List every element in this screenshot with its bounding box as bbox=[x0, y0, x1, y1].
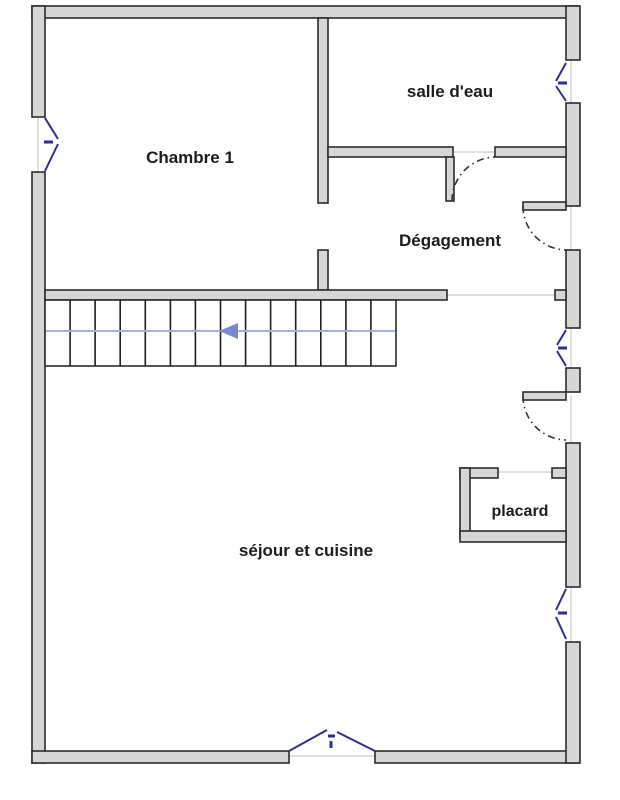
windows bbox=[44, 62, 567, 752]
wall-salle-eau-south-right bbox=[494, 146, 567, 158]
door-leaf-right-upper bbox=[522, 201, 567, 211]
room-label-degagement: Dégagement bbox=[399, 231, 501, 250]
door-swing-arc-right-upper bbox=[522, 205, 567, 251]
room-labels: Chambre 1 salle d'eau Dégagement placard… bbox=[146, 82, 548, 560]
opening-lines bbox=[37, 60, 572, 757]
door-leaf-salle-eau bbox=[445, 156, 455, 202]
wall-stair-north bbox=[44, 289, 448, 301]
exterior-walls bbox=[31, 5, 581, 764]
wall-divider-stub bbox=[317, 249, 329, 291]
staircase bbox=[44, 299, 397, 367]
doors bbox=[445, 156, 567, 441]
door-swing-arc-salle-eau bbox=[451, 156, 496, 202]
wall-segment-right-4 bbox=[565, 367, 581, 393]
right-top-window-icon bbox=[555, 62, 567, 102]
right-bottom-window-icon bbox=[555, 588, 567, 640]
room-label-sejour: séjour et cuisine bbox=[239, 541, 373, 560]
stair-direction-arrow-icon bbox=[219, 323, 238, 339]
wall-segment-left-lower bbox=[31, 171, 46, 764]
wall-segment-right-1 bbox=[565, 5, 581, 61]
wall-segment-right-3 bbox=[565, 249, 581, 329]
right-middle-window-icon bbox=[556, 329, 567, 367]
wall-segment-bottom-right bbox=[374, 750, 579, 764]
room-label-salle-eau: salle d'eau bbox=[407, 82, 493, 101]
interior-walls bbox=[44, 17, 567, 543]
wall-stair-north-right-stub bbox=[554, 289, 567, 301]
wall-segment-right-5 bbox=[565, 442, 581, 588]
wall-placard-top-stub bbox=[551, 467, 567, 479]
wall-placard-bottom bbox=[459, 530, 567, 543]
wall-segment-right-2 bbox=[565, 102, 581, 207]
room-label-placard: placard bbox=[492, 503, 549, 520]
wall-placard-left bbox=[459, 467, 471, 539]
wall-segment-top bbox=[31, 5, 579, 19]
wall-segment-left-upper bbox=[31, 5, 46, 118]
door-swing-arc-right-lower bbox=[522, 395, 567, 441]
wall-segment-bottom-left bbox=[31, 750, 290, 764]
wall-chambre-salle-eau-divider bbox=[317, 17, 329, 204]
left-window-icon bbox=[44, 117, 59, 172]
wall-salle-eau-south-left bbox=[327, 146, 454, 158]
stair-treads bbox=[69, 300, 372, 366]
door-leaf-right-lower bbox=[522, 391, 567, 401]
french-window-icon bbox=[288, 729, 376, 752]
room-label-chambre1: Chambre 1 bbox=[146, 148, 234, 167]
wall-segment-right-6 bbox=[565, 641, 581, 764]
